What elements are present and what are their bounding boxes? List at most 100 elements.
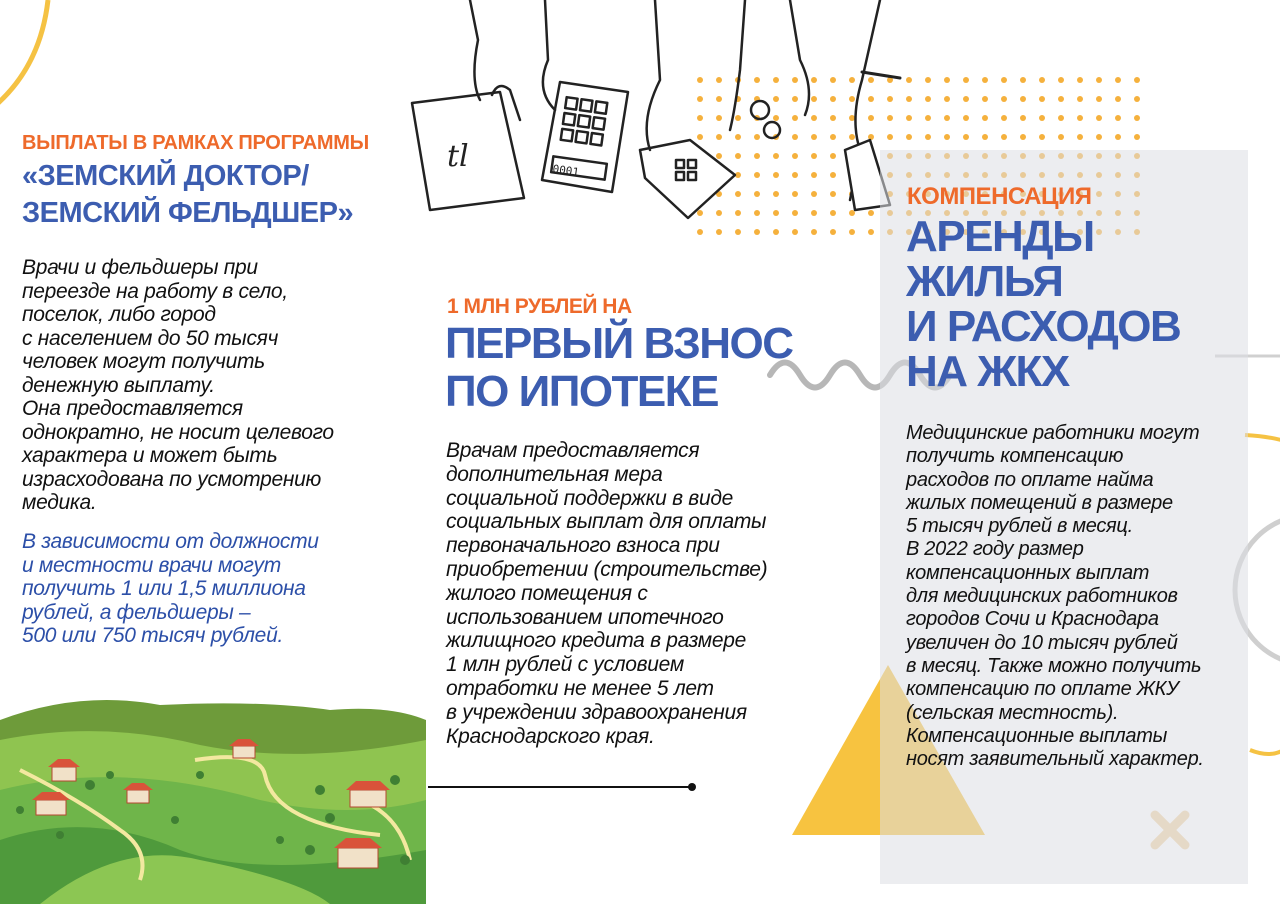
col1-note: В зависимости от должности и местности в… xyxy=(22,530,412,648)
col3-panel xyxy=(880,150,1248,884)
pattern-dot xyxy=(868,115,874,121)
pattern-dot xyxy=(1020,115,1026,121)
pattern-dot xyxy=(773,96,779,102)
col3-body-line: Медицинские работники могут xyxy=(906,422,1200,444)
pattern-dot xyxy=(697,96,703,102)
pattern-dot xyxy=(944,96,950,102)
pattern-dot xyxy=(773,115,779,121)
pattern-dot xyxy=(697,229,703,235)
col2-body-line: Врачам предоставляется xyxy=(446,439,700,462)
col3-title-line: ЖИЛЬЯ xyxy=(906,257,1064,306)
col3-title: АРЕНДЫ ЖИЛЬЯ И РАСХОДОВ НА ЖКХ xyxy=(906,214,1182,394)
pattern-dot xyxy=(830,77,836,83)
pattern-dot xyxy=(773,210,779,216)
col1-title-line: ЗЕМСКИЙ ФЕЛЬДШЕР» xyxy=(22,197,354,229)
pattern-dot xyxy=(1001,115,1007,121)
col2-body-line: в учреждении здравоохранения xyxy=(446,700,747,724)
pattern-dot xyxy=(735,115,741,121)
pattern-dot xyxy=(792,229,798,235)
pattern-dot xyxy=(735,210,741,216)
pattern-dot xyxy=(849,229,855,235)
pattern-dot xyxy=(1001,134,1007,140)
pattern-dot xyxy=(1096,115,1102,121)
col3-body: Медицинские работники могут получить ком… xyxy=(906,422,1246,771)
col1-body-line: переезде на работу в село, xyxy=(22,279,288,303)
col1-note-line: получить 1 или 1,5 миллиона xyxy=(22,577,306,600)
pattern-dot xyxy=(716,77,722,83)
col2-body-line: Краснодарского края. xyxy=(446,724,655,748)
pattern-dot xyxy=(1115,115,1121,121)
pattern-dot xyxy=(1058,134,1064,140)
pattern-dot xyxy=(982,77,988,83)
pattern-dot xyxy=(982,115,988,121)
pattern-dot xyxy=(716,134,722,140)
pattern-dot xyxy=(1039,77,1045,83)
pattern-dot xyxy=(982,134,988,140)
col3-body-line: городов Сочи и Краснодара xyxy=(906,608,1159,631)
pattern-dot xyxy=(868,77,874,83)
pattern-dot xyxy=(1134,115,1140,121)
pattern-dot xyxy=(963,96,969,102)
col1-body-line: с населением до 50 тысяч xyxy=(22,326,279,350)
pattern-dot xyxy=(1096,96,1102,102)
tablet-sketch xyxy=(410,90,526,212)
col1-body: Врачи и фельдшеры при переезде на работу… xyxy=(22,256,412,515)
pattern-dot xyxy=(1077,77,1083,83)
col3-body-line: увеличен до 10 тысяч рублей xyxy=(906,631,1178,654)
pattern-dot xyxy=(906,134,912,140)
pattern-dot xyxy=(1077,134,1083,140)
pattern-dot xyxy=(887,134,893,140)
pattern-dot xyxy=(697,77,703,83)
divider-dot xyxy=(688,783,696,791)
col1-note-line: и местности врачи могут xyxy=(22,553,281,577)
pattern-dot xyxy=(830,96,836,102)
pattern-dot xyxy=(1001,77,1007,83)
pattern-dot xyxy=(944,115,950,121)
pattern-dot xyxy=(830,229,836,235)
col2-body-line: социальной поддержки в виде xyxy=(446,486,734,510)
pattern-dot xyxy=(830,153,836,159)
hands-illustration: tl 0001 xyxy=(410,0,902,220)
col1-title: «ЗЕМСКИЙ ДОКТОР/ ЗЕМСКИЙ ФЕЛЬДШЕР» xyxy=(22,158,354,232)
pattern-dot xyxy=(849,77,855,83)
pattern-dot xyxy=(906,77,912,83)
yellow-arc-right xyxy=(1244,433,1280,442)
pattern-dot xyxy=(811,172,817,178)
col3-body-line: 5 тысяч рублей в месяц. xyxy=(906,515,1133,538)
pattern-dot xyxy=(792,96,798,102)
pattern-dot xyxy=(754,172,760,178)
col2-body-line: жилищного кредита в размере xyxy=(446,629,747,653)
col3-body-line: В 2022 году размер xyxy=(906,538,1084,561)
col1-note-line: рублей, а фельдшеры – xyxy=(22,600,251,624)
pattern-dot xyxy=(830,115,836,121)
pattern-dot xyxy=(792,153,798,159)
col2-kicker: 1 МЛН РУБЛЕЙ НА xyxy=(447,295,632,318)
pattern-dot xyxy=(925,77,931,83)
col1-kicker: ВЫПЛАТЫ В РАМКАХ ПРОГРАММЫ xyxy=(22,132,369,154)
pattern-dot xyxy=(773,153,779,159)
pattern-dot xyxy=(830,134,836,140)
pattern-dot xyxy=(868,210,874,216)
col2-body-line: жилого помещения с xyxy=(446,581,648,605)
pattern-dot xyxy=(811,191,817,197)
pattern-dot xyxy=(1115,77,1121,83)
calculator-display: 0001 xyxy=(552,162,580,179)
pattern-dot xyxy=(792,210,798,216)
pattern-dot xyxy=(906,115,912,121)
pattern-dot xyxy=(1134,96,1140,102)
pattern-dot xyxy=(735,134,741,140)
pattern-dot xyxy=(1020,77,1026,83)
pattern-dot xyxy=(754,77,760,83)
col2-body-line: 1 млн рублей с условием xyxy=(446,653,684,677)
pattern-dot xyxy=(1115,96,1121,102)
pattern-dot xyxy=(963,115,969,121)
pattern-dot xyxy=(792,134,798,140)
col1-body-line: Она предоставляется xyxy=(22,397,243,420)
col1-title-line: «ЗЕМСКИЙ ДОКТОР/ xyxy=(22,160,309,192)
village-illustration xyxy=(0,700,426,904)
pattern-dot xyxy=(811,153,817,159)
pattern-dot xyxy=(925,96,931,102)
pattern-dot xyxy=(735,229,741,235)
pattern-dot xyxy=(735,172,741,178)
col3-body-line: для медицинских работников xyxy=(906,585,1178,608)
